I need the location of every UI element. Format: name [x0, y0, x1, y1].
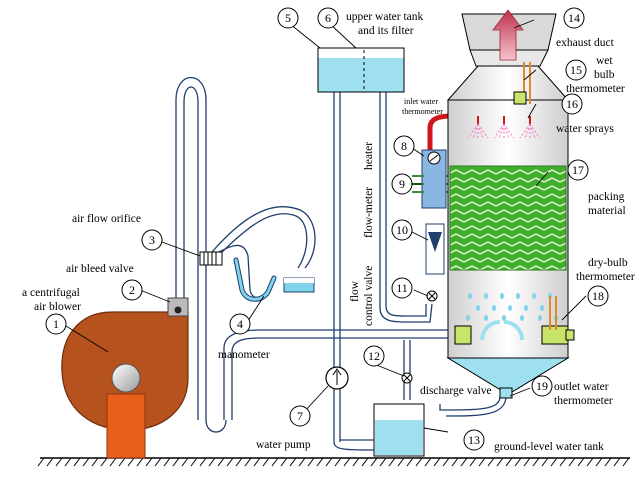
label-dry-bulb-2: thermometer	[576, 271, 635, 283]
label-outlet-therm-2: thermometer	[554, 395, 613, 407]
water-droplet	[492, 305, 496, 311]
callout-number: 8	[401, 139, 407, 153]
flow-control-valve	[426, 290, 438, 302]
label-upper-tank-1: upper water tank	[346, 11, 424, 23]
label-manometer: manometer	[218, 349, 270, 361]
callout-number: 18	[592, 289, 604, 303]
water-droplet	[520, 315, 524, 321]
label-exhaust-duct: exhaust duct	[556, 37, 615, 49]
callout-circle	[289, 405, 311, 427]
label-flow-meter: flow-meter	[363, 187, 375, 238]
flow-meter	[425, 223, 445, 275]
ground-level-water-tank	[373, 403, 425, 457]
callout-number: 15	[570, 63, 582, 77]
spray-nozzle	[467, 116, 489, 139]
callout-number: 7	[297, 409, 303, 423]
callout-number: 17	[572, 163, 584, 177]
water-droplet	[468, 293, 472, 299]
label-outlet-therm-1: outlet water	[554, 381, 609, 393]
label-wet-bulb-1: wet	[596, 55, 613, 67]
callout-number: 16	[566, 97, 578, 111]
callout-circle	[141, 229, 163, 251]
callout-circle	[45, 313, 67, 335]
ground-line	[37, 457, 630, 467]
water-droplet	[476, 305, 480, 311]
label-discharge-valve: discharge valve	[420, 385, 492, 397]
label-heater: heater	[363, 142, 375, 170]
callout-circle	[229, 313, 251, 335]
callout-number: 13	[468, 433, 480, 447]
callout-circle	[391, 219, 413, 241]
callout-circle	[277, 7, 299, 29]
cooling-tower	[446, 9, 575, 399]
label-flow-control-1: flow	[349, 280, 361, 302]
air-flow-orifice	[199, 251, 223, 266]
leader-lines	[65, 19, 587, 433]
callout-circle	[393, 135, 415, 157]
callout-number: 11	[396, 281, 408, 295]
water-droplet	[502, 315, 506, 321]
upper-water-tank	[317, 47, 405, 93]
label-blower-1: a centrifugal	[22, 287, 80, 299]
callout-number: 9	[399, 177, 405, 191]
centrifugal-blower	[61, 297, 189, 459]
water-droplet	[516, 293, 520, 299]
water-pump	[325, 366, 349, 390]
water-droplet	[538, 315, 542, 321]
label-inlet-therm-1: inlet water	[404, 97, 438, 106]
label-air-bleed-valve: air bleed valve	[66, 263, 134, 275]
label-inlet-therm-2: thermometer	[402, 107, 443, 116]
callout-circle	[531, 375, 553, 397]
callout-number: 5	[285, 11, 291, 25]
callout-number: 14	[568, 11, 580, 25]
label-blower-2: air blower	[34, 301, 81, 313]
spray-nozzle	[493, 116, 515, 139]
callout-number: 2	[129, 283, 135, 297]
callout-circle	[567, 159, 589, 181]
water-droplet	[540, 305, 544, 311]
callout-circle	[391, 277, 413, 299]
label-flow-control-2: control valve	[363, 266, 375, 326]
label-packing-2: material	[588, 205, 626, 217]
callout-circle	[563, 7, 585, 29]
callout-circle	[565, 59, 587, 81]
water-droplet	[524, 305, 528, 311]
water-droplet	[466, 315, 470, 321]
label-ground-tank: ground-level water tank	[494, 441, 604, 453]
callout-circle	[317, 7, 339, 29]
callout-number: 10	[396, 223, 408, 237]
label-wet-bulb-3: thermometer	[566, 83, 625, 95]
label-packing-1: packing	[588, 191, 625, 203]
callout-number: 4	[237, 317, 243, 331]
callout-circle	[587, 285, 609, 307]
water-droplet	[532, 293, 536, 299]
callout-circle	[561, 93, 583, 115]
spray-nozzle	[519, 116, 541, 139]
callout-number: 3	[149, 233, 155, 247]
callout-number: 12	[368, 349, 380, 363]
water-droplet	[508, 305, 512, 311]
manometer	[233, 257, 315, 302]
callout-number: 1	[53, 317, 59, 331]
callout-circle	[363, 345, 385, 367]
water-droplet	[500, 293, 504, 299]
callout-circle	[463, 429, 485, 451]
callout-number: 6	[325, 11, 331, 25]
air-pipes	[175, 76, 455, 433]
callout-number: 19	[536, 379, 548, 393]
label-water-pump: water pump	[256, 439, 311, 451]
callout-circle	[391, 173, 413, 195]
water-droplet	[484, 315, 488, 321]
water-droplet	[484, 293, 488, 299]
label-dry-bulb-1: dry-bulb	[588, 257, 628, 269]
label-upper-tank-2: and its filter	[358, 25, 414, 37]
discharge-valve	[401, 372, 413, 384]
callout-circle	[121, 279, 143, 301]
label-wet-bulb-2: bulb	[594, 69, 615, 81]
label-air-flow-orifice: air flow orifice	[72, 213, 141, 225]
label-water-sprays: water sprays	[556, 123, 614, 135]
